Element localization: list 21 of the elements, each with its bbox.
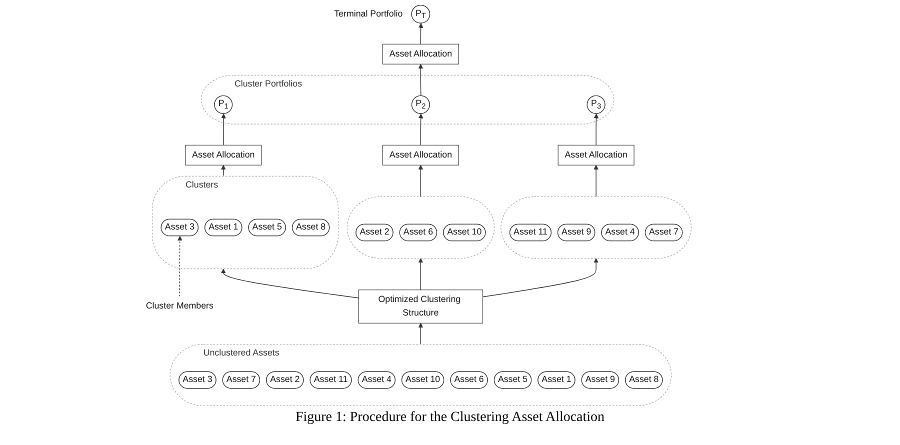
- node-box: Asset Allocation: [382, 144, 460, 165]
- node-box: Optimized Clustering Structure: [358, 289, 484, 323]
- node-text: Cluster Members: [146, 301, 214, 310]
- arrow: [418, 322, 424, 344]
- arrow: [222, 113, 226, 146]
- figure-caption: Figure 1: Procedure for the Clustering Asset Allocation: [295, 410, 605, 425]
- arrow: [221, 164, 226, 176]
- node-box: Asset Allocation: [558, 144, 635, 165]
- node-label: Terminal Portfolio: [334, 8, 404, 18]
- arrow: [418, 258, 424, 290]
- arrow: [418, 22, 424, 44]
- arrow: [482, 258, 599, 297]
- arrow: [594, 113, 600, 146]
- node-box: Asset Allocation: [382, 43, 460, 64]
- node-box: Asset Allocation: [186, 144, 262, 165]
- arrow: [221, 268, 360, 298]
- arrow: [594, 164, 599, 197]
- arrow: [178, 235, 183, 296]
- arrow: [418, 164, 424, 197]
- arrow: [418, 63, 424, 96]
- arrow: [418, 113, 424, 146]
